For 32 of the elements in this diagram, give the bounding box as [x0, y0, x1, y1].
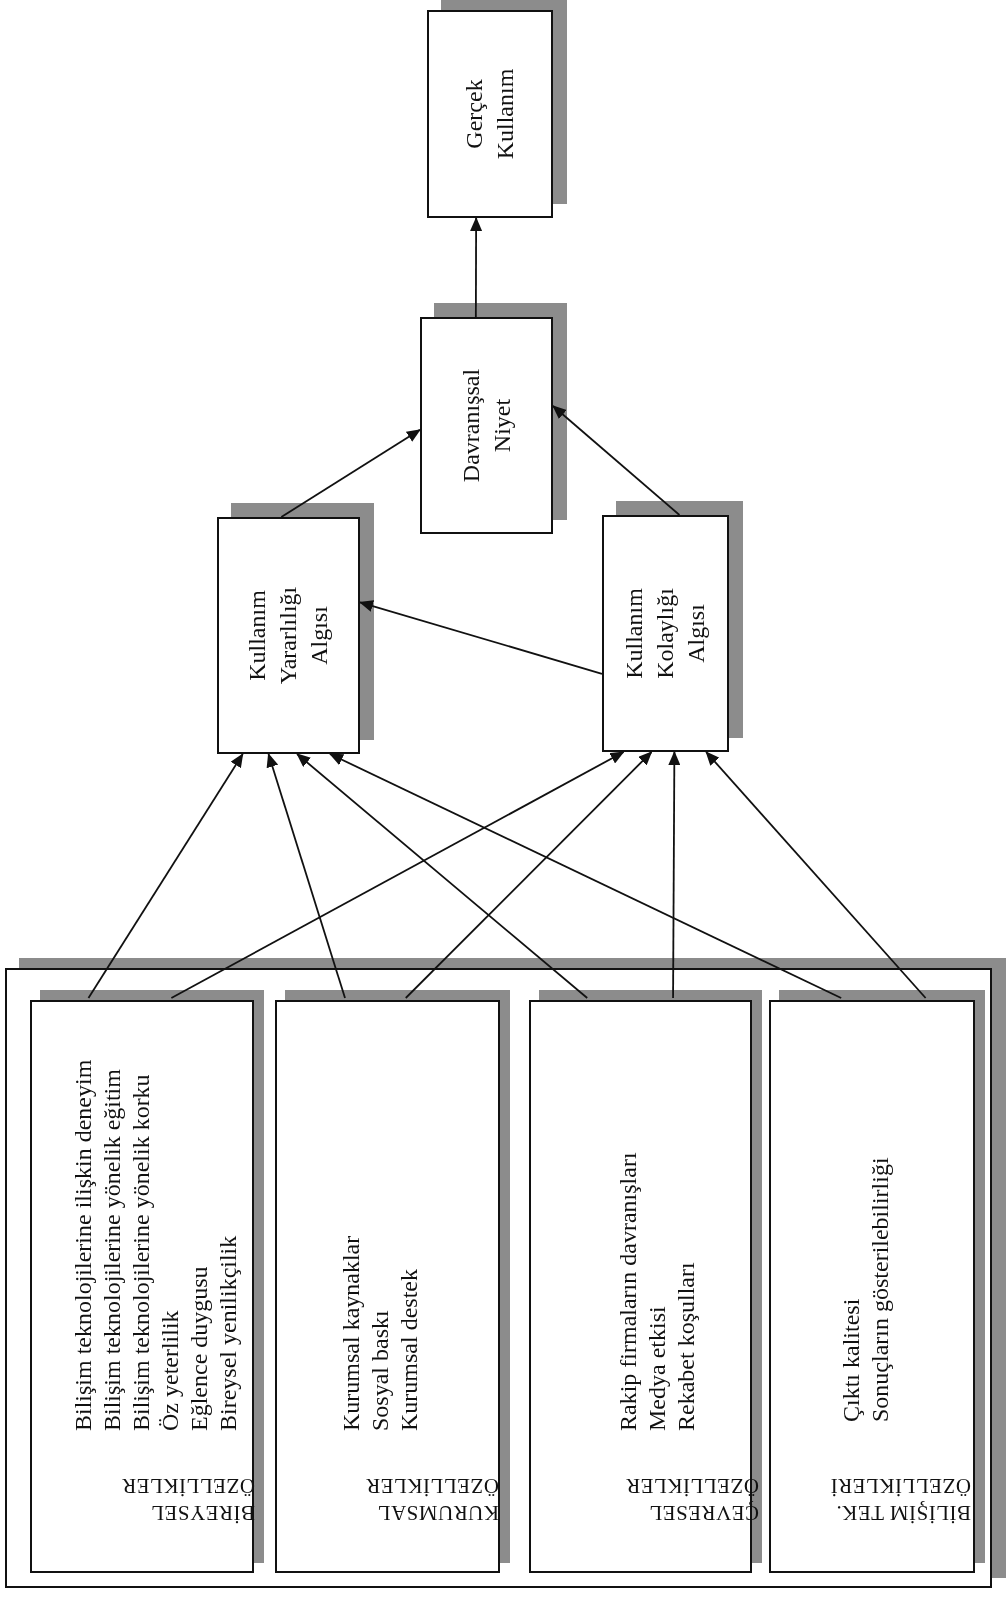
arrow [296, 753, 589, 999]
list-item: Eğlence duygusu [185, 1266, 213, 1431]
arrow [552, 405, 681, 516]
list-item: Rakip firmaların davranışları [614, 1152, 642, 1431]
list-item: Öz yeterlilik [156, 1310, 184, 1431]
category-heading: BİLİŞİM TEK. ÖZELLİKLERİ [829, 1473, 971, 1526]
arrow [470, 217, 483, 318]
box-label: Gerçek Kullanım [460, 67, 519, 162]
category-heading: BİREYSEL ÖZELLİKLER [120, 1473, 255, 1526]
list-item: Rekabet koşulları [672, 1262, 700, 1431]
arrow [87, 753, 244, 999]
list-item: Bilişim teknolojilerine ilişkin deneyim [69, 1059, 97, 1431]
arrow [359, 600, 603, 675]
list-item: Sosyal baskı [366, 1310, 394, 1431]
arrow [266, 753, 346, 999]
list-item: Sonuçların gösterilebilirliği [866, 1157, 894, 1422]
list-item: Çıktı kalitesi [837, 1298, 865, 1422]
arrow [280, 428, 421, 518]
box-label: Davranışsal Niyet [456, 367, 516, 485]
list-item: Bilişim teknolojilerine yönelik eğitim [98, 1069, 126, 1431]
list-item: Bilişim teknolojilerine yönelik korku [127, 1074, 155, 1431]
category-heading: ÇEVRESEL ÖZELLİKLER [624, 1473, 759, 1526]
arrow [705, 751, 927, 999]
arrow [404, 751, 653, 999]
category-heading: KURUMSAL ÖZELLİKLER [364, 1473, 499, 1526]
box-label: Kullanım Kolaylığı Algısı [620, 587, 710, 681]
list-item: Medya etkisi [643, 1306, 671, 1431]
list-item: Kurumsal destek [395, 1269, 423, 1431]
list-item: Kurumsal kaynaklar [337, 1235, 365, 1431]
list-item: Bireysel yenilikçilik [214, 1235, 242, 1431]
box-label: Kullanım Yararlılığı Algısı [243, 585, 333, 687]
arrow [668, 751, 681, 999]
